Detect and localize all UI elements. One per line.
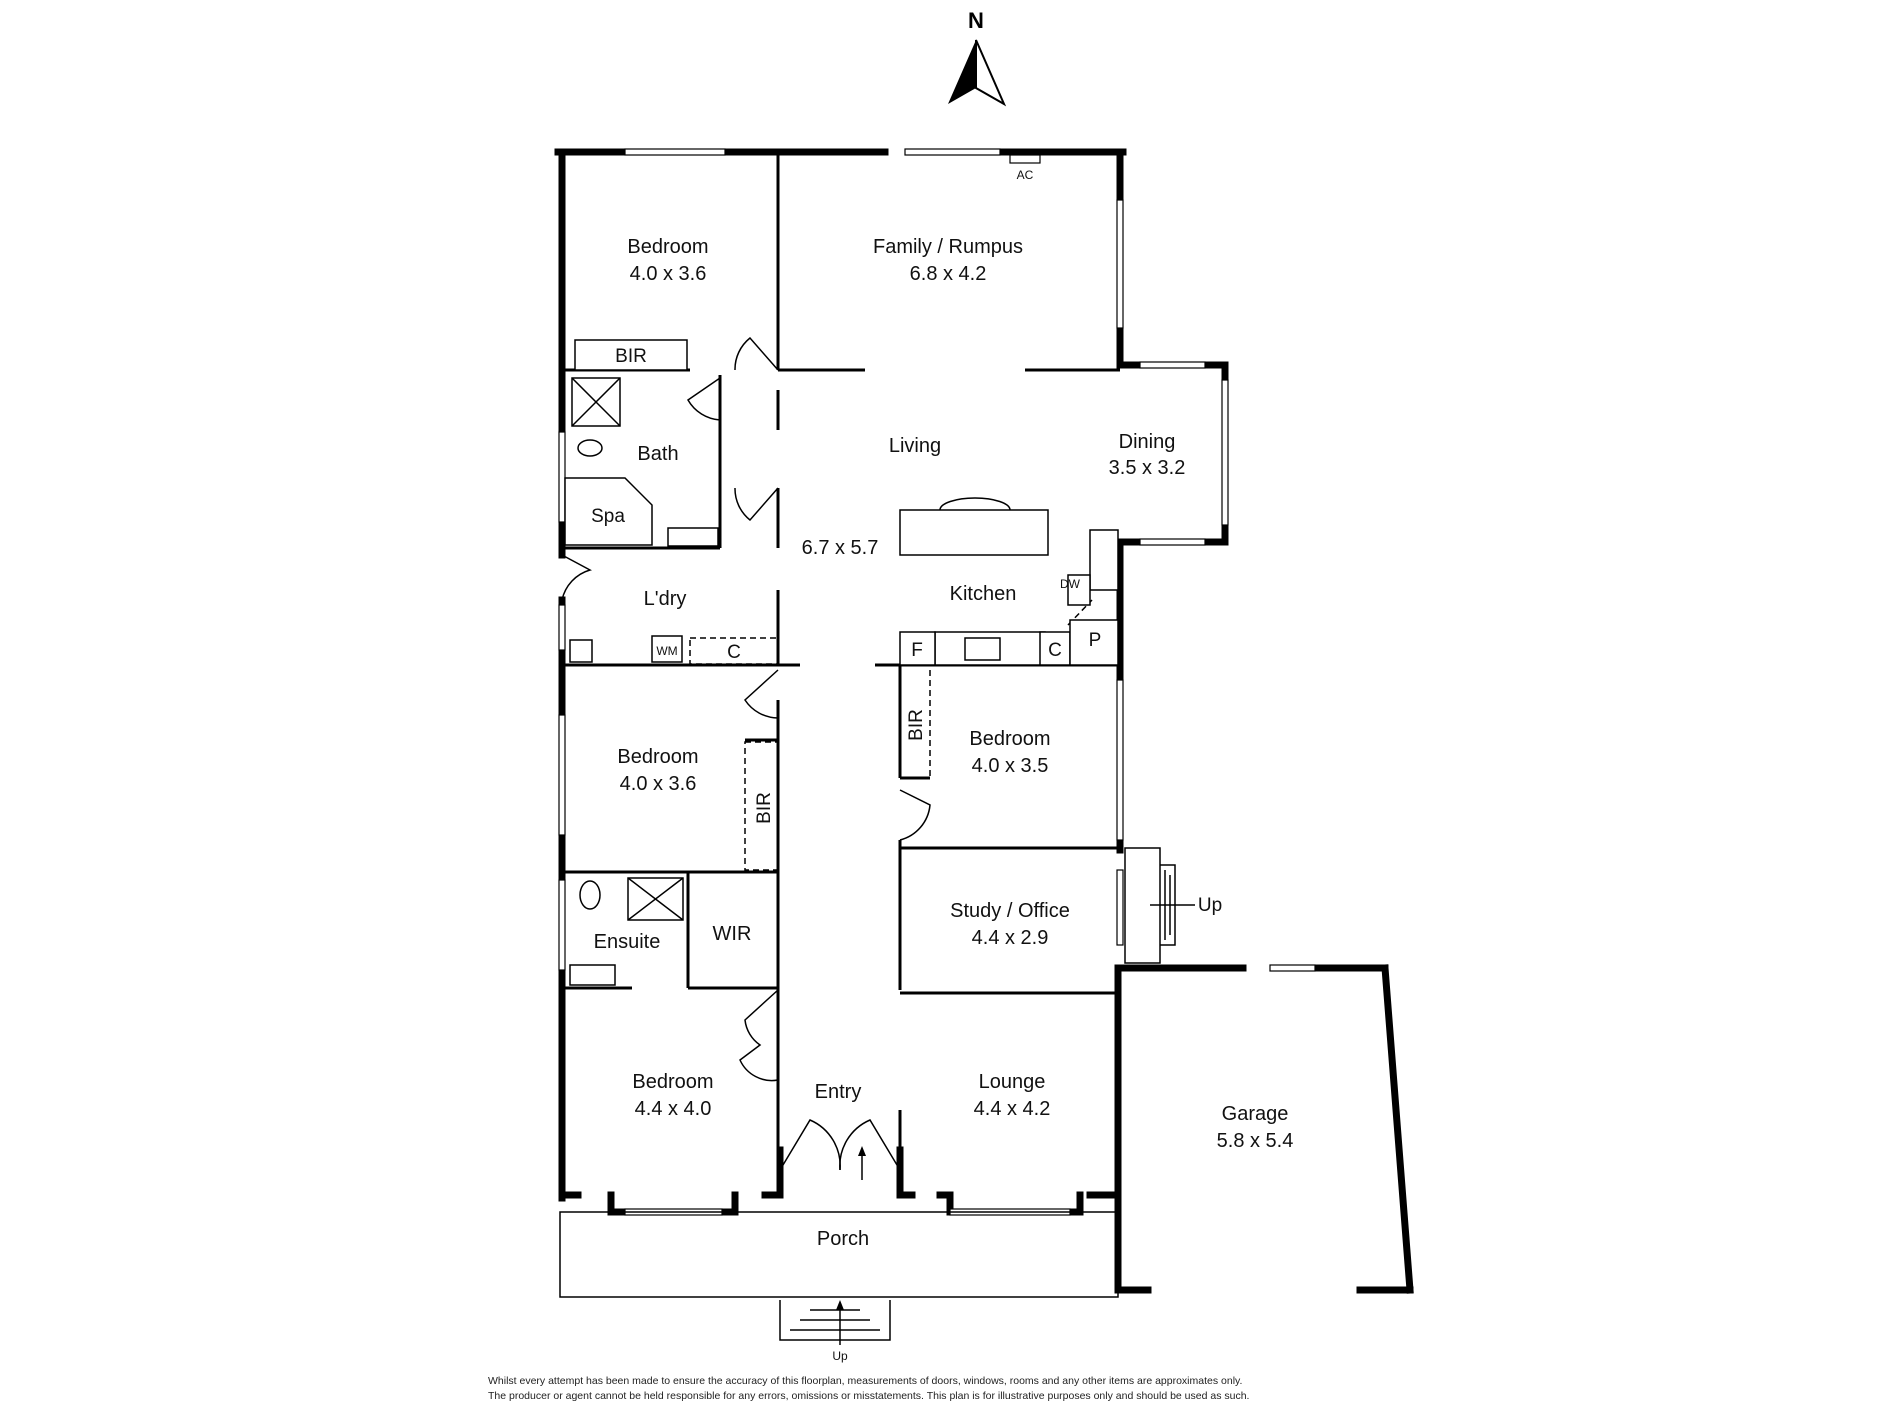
bedroom4-name: Bedroom xyxy=(632,1071,713,1093)
kitchen-name: Kitchen xyxy=(950,583,1017,605)
ac-unit xyxy=(1009,154,1041,164)
toilet-bath xyxy=(577,439,603,457)
doors xyxy=(561,336,1093,1180)
front-up-label: Up xyxy=(832,1349,848,1363)
bir-label-2: BIR xyxy=(754,792,775,824)
study-name: Study / Office xyxy=(950,900,1070,922)
entry-name: Entry xyxy=(815,1081,862,1103)
bir-label-1: BIR xyxy=(615,346,647,367)
dining-name: Dining xyxy=(1119,431,1176,453)
family-name: Family / Rumpus xyxy=(873,236,1023,258)
study-dims: 4.4 x 2.9 xyxy=(972,927,1049,949)
laundry-name: L'dry xyxy=(644,588,687,610)
dishwasher xyxy=(1067,574,1091,606)
room-labels: Bedroom 4.0 x 3.6 Family / Rumpus 6.8 x … xyxy=(591,236,1293,1250)
laundry-trough xyxy=(569,639,593,663)
wir-name: WIR xyxy=(713,923,752,945)
bedroom3-dims: 4.0 x 3.5 xyxy=(972,755,1049,777)
bedroom1-dims: 4.0 x 3.6 xyxy=(630,263,707,285)
dining-dims: 3.5 x 3.2 xyxy=(1109,457,1186,479)
front-steps xyxy=(779,1300,891,1341)
disclaimer-line2: The producer or agent cannot be held res… xyxy=(488,1390,1249,1402)
windows xyxy=(558,148,1316,1216)
north-compass: N xyxy=(948,8,1007,107)
disclaimer-line1: Whilst every attempt has been made to en… xyxy=(488,1375,1242,1387)
pantry xyxy=(1069,619,1119,666)
basin-bath xyxy=(667,527,719,547)
bedroom3-name: Bedroom xyxy=(969,728,1050,750)
fridge-label: F xyxy=(911,640,923,661)
dw-label: DW xyxy=(1060,577,1081,591)
ensuite-name: Ensuite xyxy=(594,931,661,953)
ac-label: AC xyxy=(1017,168,1034,182)
compass-arrow-right xyxy=(975,39,1007,107)
laundry-c-label: C xyxy=(727,642,741,663)
washing-machine xyxy=(651,635,683,663)
bedroom1-name: Bedroom xyxy=(627,236,708,258)
wm-label: WM xyxy=(656,644,677,658)
garage-dims: 5.8 x 5.4 xyxy=(1217,1130,1294,1152)
garage-name: Garage xyxy=(1222,1103,1289,1125)
basin-ensuite xyxy=(569,964,616,986)
disclaimer: Whilst every attempt has been made to en… xyxy=(488,1375,1249,1402)
laundry-cupboard xyxy=(689,637,779,665)
porch-name: Porch xyxy=(817,1228,869,1250)
living-name: Living xyxy=(889,435,941,457)
pantry-label: P xyxy=(1089,630,1102,651)
compass-arrow-left xyxy=(948,40,976,104)
bir-label-3: BIR xyxy=(906,709,927,741)
porch-outline xyxy=(559,1211,1119,1298)
bir-bedroom1 xyxy=(574,339,688,371)
lounge-dims: 4.4 x 4.2 xyxy=(974,1098,1051,1120)
fixture-labels: BIR AC DW WM C F C P BIR BIR Up Up xyxy=(615,168,1222,1363)
kitchen-island xyxy=(899,509,1049,556)
bath-name: Bath xyxy=(637,443,678,465)
spa-name: Spa xyxy=(591,506,625,527)
fixtures xyxy=(559,377,1195,1345)
north-label: N xyxy=(968,8,984,33)
bedroom4-dims: 4.4 x 4.0 xyxy=(635,1098,712,1120)
family-dims: 6.8 x 4.2 xyxy=(910,263,987,285)
toilet-ensuite xyxy=(579,880,601,910)
side-up-label: Up xyxy=(1198,895,1222,916)
sink xyxy=(1089,529,1119,591)
fridge-space xyxy=(899,631,936,666)
spa xyxy=(564,477,653,546)
kitchen-c-label: C xyxy=(1048,640,1062,661)
lounge-name: Lounge xyxy=(979,1071,1046,1093)
living-dims: 6.7 x 5.7 xyxy=(802,537,879,559)
bedroom2-dims: 4.0 x 3.6 xyxy=(620,773,697,795)
bedroom2-name: Bedroom xyxy=(617,746,698,768)
